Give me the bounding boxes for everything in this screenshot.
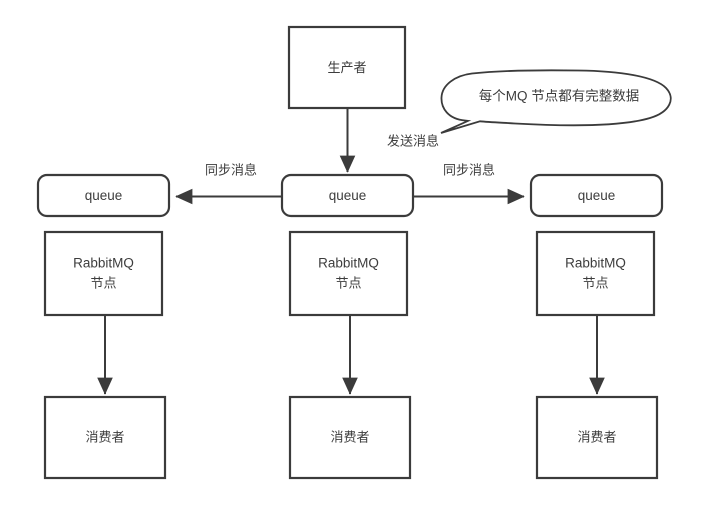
mq-right-label-line1: RabbitMQ: [565, 256, 626, 271]
node-queue-center[interactable]: queue: [280, 173, 415, 218]
mq-left-box[interactable]: [43, 230, 164, 317]
queue-left-label: queue: [85, 188, 123, 203]
consumer-right-label: 消费者: [577, 429, 616, 444]
node-mq-right[interactable]: RabbitMQ 节点: [535, 230, 656, 317]
mq-center-label-line1: RabbitMQ: [318, 256, 379, 271]
consumer-right-box[interactable]: [535, 395, 659, 480]
node-mq-center[interactable]: RabbitMQ 节点: [288, 230, 409, 317]
queue-right-label: queue: [578, 188, 616, 203]
consumer-left-box[interactable]: [43, 395, 167, 480]
edge-producer-to-queue[interactable]: 发送消息: [339, 108, 440, 173]
bubble-text: 每个MQ 节点都有完整数据: [479, 89, 640, 104]
bubble-outline: [440, 69, 672, 134]
producer-label: 生产者: [327, 60, 366, 75]
edge-center-to-left[interactable]: 同步消息: [175, 162, 282, 205]
node-queue-left[interactable]: queue: [36, 173, 171, 218]
node-producer[interactable]: 生产者: [287, 25, 407, 110]
producer-box[interactable]: [287, 25, 407, 110]
sync-right-label: 同步消息: [443, 162, 495, 177]
mq-center-label-line2: 节点: [335, 275, 361, 290]
node-consumer-right[interactable]: 消费者: [535, 395, 659, 480]
node-mq-left[interactable]: RabbitMQ 节点: [43, 230, 164, 317]
mq-left-label-line1: RabbitMQ: [73, 256, 134, 271]
queue-right-box[interactable]: [529, 173, 664, 218]
consumer-left-label: 消费者: [85, 429, 124, 444]
sync-left-label: 同步消息: [205, 162, 257, 177]
node-consumer-center[interactable]: 消费者: [288, 395, 412, 480]
callout-bubble[interactable]: 每个MQ 节点都有完整数据: [440, 69, 672, 134]
queue-left-box[interactable]: [36, 173, 171, 218]
mq-center-box[interactable]: [288, 230, 409, 317]
producer-queue-label: 发送消息: [387, 133, 439, 148]
mq-right-label-line2: 节点: [582, 275, 608, 290]
mq-right-box[interactable]: [535, 230, 656, 317]
edge-center-to-right[interactable]: 同步消息: [413, 162, 525, 205]
mq-left-label-line2: 节点: [90, 275, 116, 290]
node-queue-right[interactable]: queue: [529, 173, 664, 218]
node-consumer-left[interactable]: 消费者: [43, 395, 167, 480]
consumer-center-label: 消费者: [330, 429, 369, 444]
consumer-center-box[interactable]: [288, 395, 412, 480]
queue-center-label: queue: [329, 188, 367, 203]
